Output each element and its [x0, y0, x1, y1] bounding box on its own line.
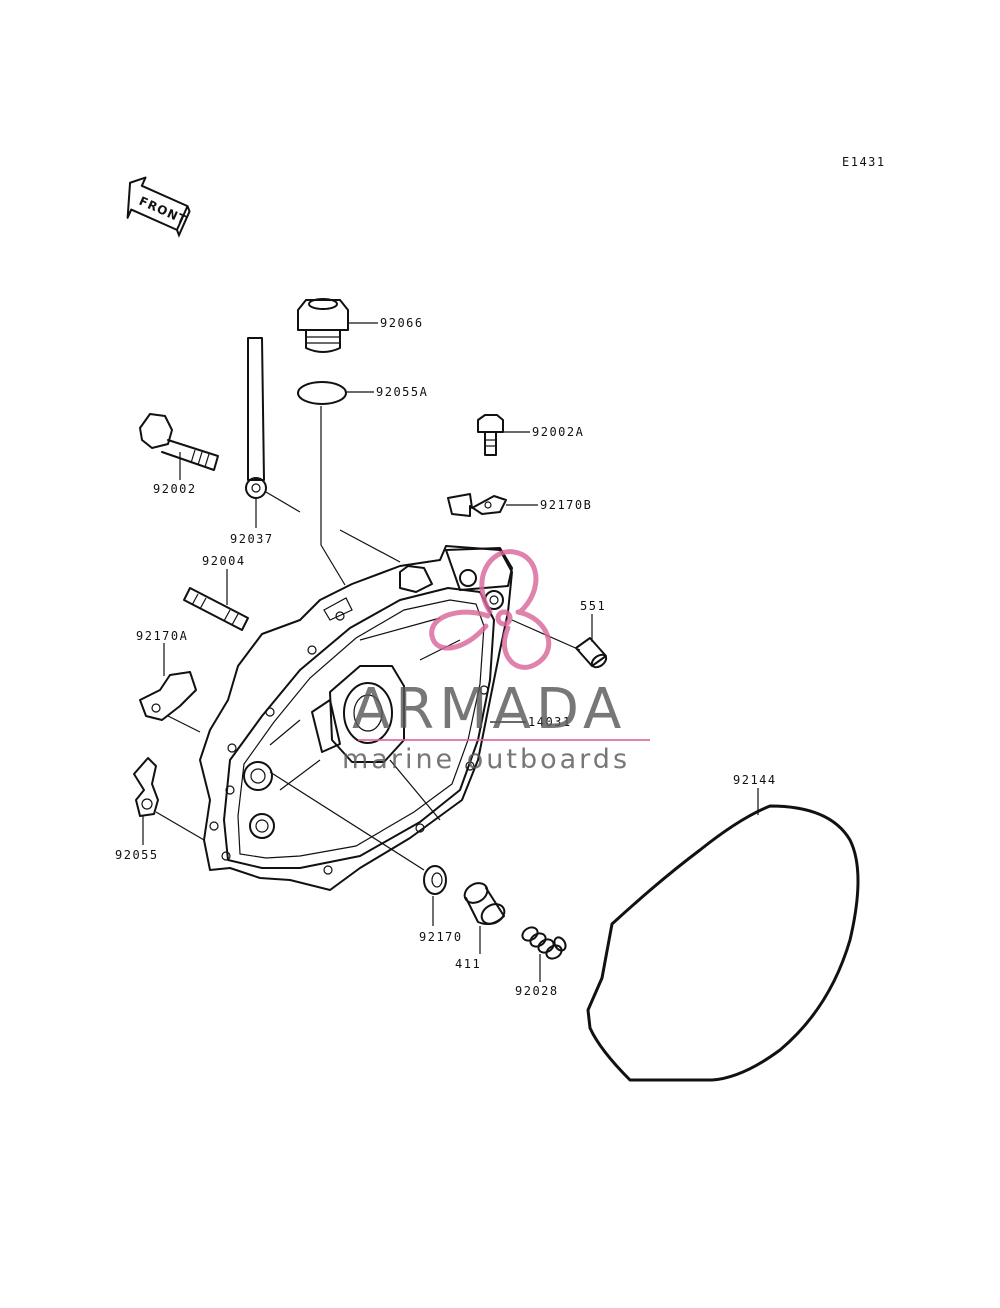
part-label-551: 551	[580, 599, 606, 613]
part-92002A-bolt	[477, 414, 504, 456]
part-92004-stud	[183, 587, 249, 631]
part-label-411: 92170	[419, 930, 463, 944]
part-label-92144: 92028	[515, 984, 559, 998]
part-label-92066: 92066	[380, 316, 424, 330]
diagram-code: E1431	[842, 155, 886, 169]
part-92170-clamp	[133, 757, 159, 817]
part-label-92004: 92004	[202, 554, 246, 568]
watermark-brand: ARMADA	[352, 677, 626, 742]
armada-watermark: ARMADA marine outboards	[342, 549, 650, 775]
part-92170B-clamp	[447, 493, 507, 517]
part-label-92055A: 92055A	[376, 385, 428, 399]
part-92055-gasket	[586, 804, 860, 1082]
part-551-dowel	[575, 637, 608, 669]
part-411-washer	[423, 865, 447, 895]
armada-logo-icon	[429, 549, 552, 670]
part-label-92037: 92037	[230, 532, 274, 546]
part-label-92055: 92144	[733, 773, 777, 787]
part-label-92002A: 92002A	[532, 425, 584, 439]
part-92144-spring	[521, 926, 567, 960]
part-label-92170B: 92170B	[540, 498, 592, 512]
part-92037-dipstick	[245, 337, 267, 499]
part-label-14031: 14031	[528, 715, 572, 729]
front-arrow-icon: FRONT	[126, 176, 191, 238]
part-label-92170A: 92170A	[136, 629, 188, 643]
part-label-92002: 92002	[153, 482, 197, 496]
part-label-92170: 92055	[115, 848, 159, 862]
watermark-tagline: marine outboards	[342, 744, 630, 775]
part-92066-plug	[297, 298, 349, 353]
part-92002-bolt	[139, 413, 219, 471]
part-92055A-o-ring	[297, 381, 347, 405]
part-label-92028: 411	[455, 957, 481, 971]
part-92028-bushing	[463, 882, 506, 925]
part-92170A-clamp	[139, 671, 197, 721]
